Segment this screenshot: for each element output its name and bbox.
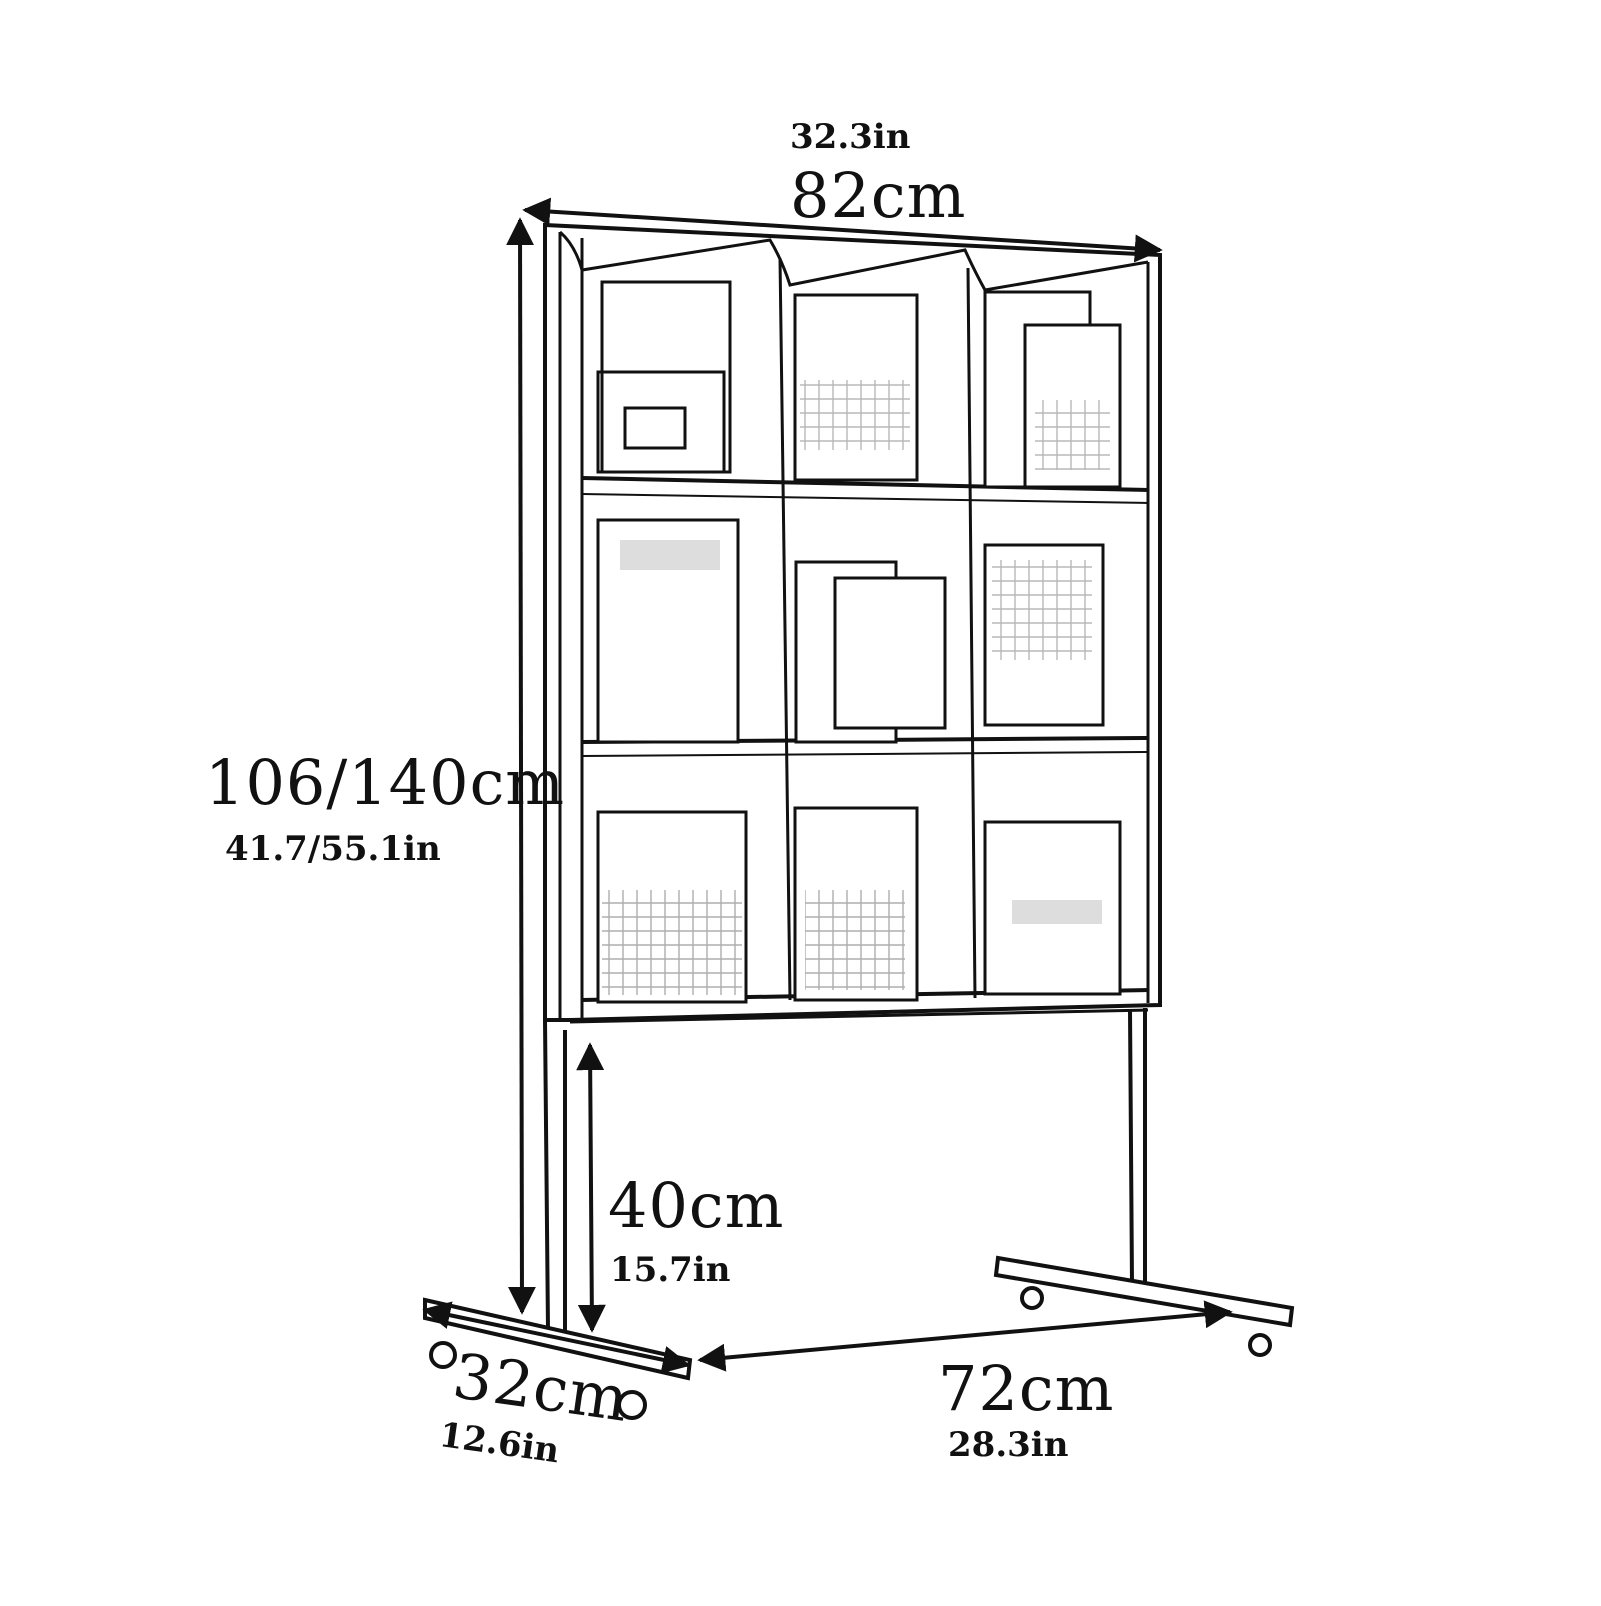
height-in-label: 41.7/55.1in xyxy=(225,829,441,869)
base-spacing-cm-label: 72cm xyxy=(938,1352,1115,1425)
width-arrow xyxy=(522,197,1163,263)
width-in-label: 32.3in xyxy=(790,117,911,157)
depth-arrow xyxy=(422,1301,691,1374)
height-cm-label: 106/140cm xyxy=(205,746,566,819)
base-spacing-in-label: 28.3in xyxy=(948,1425,1069,1465)
base-spacing-arrow xyxy=(697,1300,1233,1372)
dimension-arrows xyxy=(422,197,1233,1374)
width-cm-label: 82cm xyxy=(790,159,967,232)
clearance-in-label: 15.7in xyxy=(610,1250,731,1290)
height-arrow xyxy=(506,217,536,1315)
magazines xyxy=(596,280,1122,1004)
clearance-cm-label: 40cm xyxy=(608,1169,785,1242)
clearance-arrow xyxy=(576,1042,606,1333)
